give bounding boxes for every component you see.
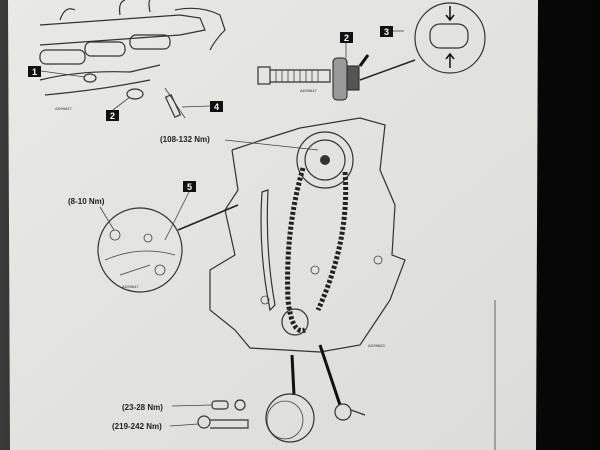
figure-code: AD99647 xyxy=(300,88,317,93)
svg-text:4: 4 xyxy=(214,102,219,112)
figure-code: AD99663 xyxy=(368,343,385,348)
torque-camshaft-sprocket: (108-132 Nm) xyxy=(160,135,319,151)
callout-3: 3 xyxy=(380,26,404,37)
torque-small-bolt: (23-28 Nm) xyxy=(122,403,213,412)
svg-text:1: 1 xyxy=(32,67,37,77)
callout-2-right: 2 xyxy=(340,32,353,58)
svg-text:3: 3 xyxy=(384,27,389,37)
callout-1: 1 xyxy=(28,66,86,78)
svg-text:2: 2 xyxy=(110,111,115,121)
torque-tensioner-bolt: (8-10 Nm) xyxy=(68,197,115,231)
figure-code: AD99647 xyxy=(122,284,139,289)
svg-text:5: 5 xyxy=(187,182,192,192)
crankshaft-parts xyxy=(197,344,366,443)
svg-text:(23-28 Nm): (23-28 Nm) xyxy=(122,403,163,412)
engine-timing-cover: AD99663 xyxy=(209,117,406,353)
svg-text:(8-10 Nm): (8-10 Nm) xyxy=(68,197,105,206)
callout-4: 4 xyxy=(181,101,223,112)
torque-crank-bolt: (219-242 Nm) xyxy=(112,422,199,431)
tensioner-detail: AD99647 xyxy=(257,2,486,101)
callout-5: 5 xyxy=(164,181,196,241)
svg-text:(108-132 Nm): (108-132 Nm) xyxy=(160,135,210,144)
callout-2-left: 2 xyxy=(106,96,131,121)
svg-text:(219-242 Nm): (219-242 Nm) xyxy=(112,422,162,431)
tensioner-bolt-detail: AD99647 xyxy=(97,204,239,293)
injector-rail-detail: AD99647 xyxy=(39,0,226,119)
figure-code: AD99647 xyxy=(55,106,72,111)
svg-text:2: 2 xyxy=(344,33,349,43)
paper-area xyxy=(8,0,538,450)
